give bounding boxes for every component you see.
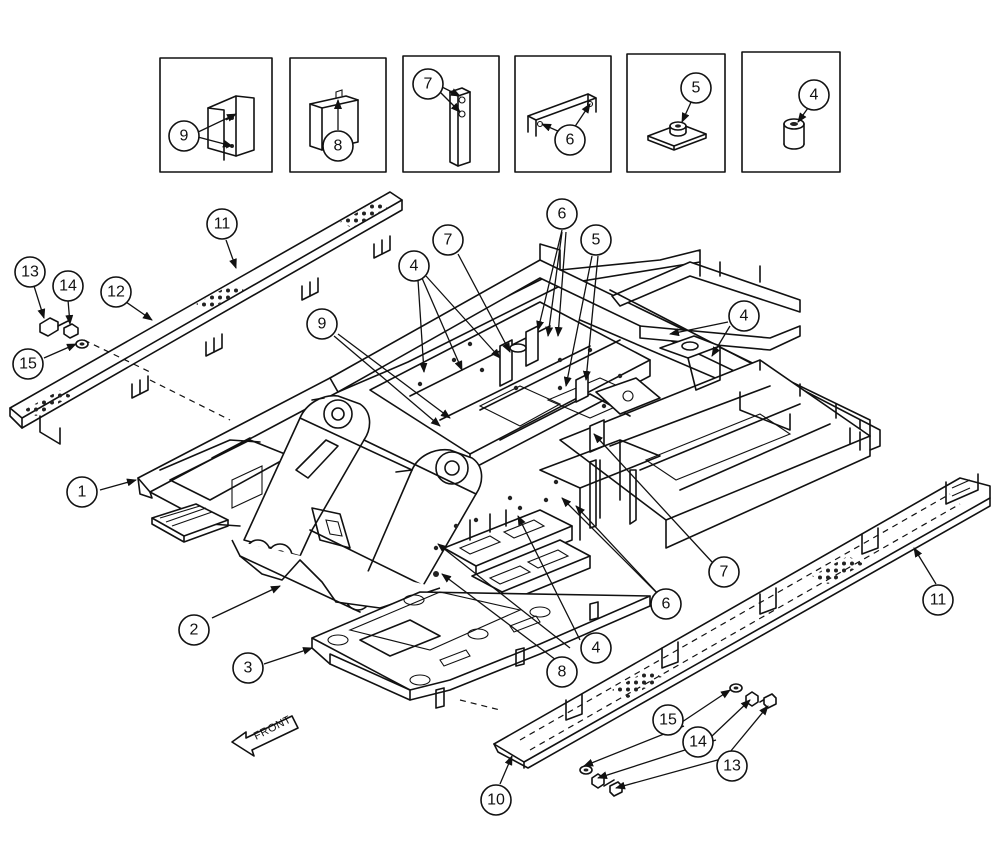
callout-10: 10 xyxy=(480,784,512,816)
svg-text:5: 5 xyxy=(692,80,701,97)
callout-12: 12 xyxy=(100,276,132,308)
svg-text:1: 1 xyxy=(78,484,87,501)
walkway-left xyxy=(9,191,403,445)
svg-text:7: 7 xyxy=(424,76,433,93)
callout-11-right: 11 xyxy=(922,584,954,616)
callout-9: 9 xyxy=(306,308,338,340)
detail-panel-5 xyxy=(626,53,726,173)
callout-15-right: 15 xyxy=(652,704,684,736)
callout-5: 5 xyxy=(580,224,612,256)
detail-panel-4 xyxy=(741,51,841,173)
detail-panel-6 xyxy=(514,55,612,173)
callout-7-top: 7 xyxy=(432,224,464,256)
detail-callout-4: 4 xyxy=(798,79,830,111)
svg-text:11: 11 xyxy=(930,592,947,609)
svg-text:4: 4 xyxy=(410,258,419,275)
callout-4-right: 4 xyxy=(728,300,760,332)
svg-text:9: 9 xyxy=(180,128,189,145)
callout-4-top: 4 xyxy=(398,250,430,282)
callout-6-bottom: 6 xyxy=(650,588,682,620)
svg-text:12: 12 xyxy=(107,284,125,301)
svg-text:13: 13 xyxy=(21,264,39,281)
svg-text:7: 7 xyxy=(444,232,453,249)
detail-callout-7: 7 xyxy=(412,68,444,100)
detail-callout-5: 5 xyxy=(680,72,712,104)
svg-text:6: 6 xyxy=(566,132,575,149)
callout-11-left: 11 xyxy=(206,208,238,240)
callout-15-left: 15 xyxy=(12,348,44,380)
callout-1: 1 xyxy=(66,476,98,508)
svg-text:14: 14 xyxy=(689,734,707,751)
hardware-left xyxy=(39,317,89,349)
upper-frame-assembly xyxy=(137,243,881,613)
detail-panels xyxy=(159,51,841,173)
callout-2: 2 xyxy=(178,614,210,646)
svg-text:13: 13 xyxy=(723,758,741,775)
svg-text:11: 11 xyxy=(214,216,231,233)
svg-text:2: 2 xyxy=(190,622,199,639)
callout-6-top: 6 xyxy=(546,198,578,230)
front-direction-arrow: FRONT xyxy=(231,714,299,757)
svg-text:4: 4 xyxy=(810,87,819,104)
svg-text:10: 10 xyxy=(487,792,505,809)
callout-14-right: 14 xyxy=(682,726,714,758)
svg-text:5: 5 xyxy=(592,232,601,249)
callout-14-left: 14 xyxy=(52,270,84,302)
callouts: 9 8 7 6 5 4 1 2 3 4 4 4 5 6 6 7 7 8 9 10… xyxy=(12,68,954,816)
svg-text:8: 8 xyxy=(558,664,567,681)
leader-lines xyxy=(33,85,937,790)
callout-13-right: 13 xyxy=(716,750,748,782)
svg-text:14: 14 xyxy=(59,278,77,295)
svg-text:4: 4 xyxy=(740,308,749,325)
lower-counterweight-frame xyxy=(311,591,651,709)
detail-callout-8: 8 xyxy=(322,130,354,162)
callout-7-bottom: 7 xyxy=(708,556,740,588)
svg-text:9: 9 xyxy=(318,316,327,333)
svg-text:15: 15 xyxy=(659,712,677,729)
svg-text:15: 15 xyxy=(19,356,37,373)
svg-text:6: 6 xyxy=(662,596,671,613)
walkway-right xyxy=(459,473,991,769)
svg-text:6: 6 xyxy=(558,206,567,223)
svg-text:4: 4 xyxy=(592,640,601,657)
detail-callout-9: 9 xyxy=(168,120,200,152)
svg-text:7: 7 xyxy=(720,564,729,581)
callout-8: 8 xyxy=(546,656,578,688)
svg-text:3: 3 xyxy=(244,660,253,677)
callout-4-bottom: 4 xyxy=(580,632,612,664)
detail-callout-6: 6 xyxy=(554,124,586,156)
detail-panel-9 xyxy=(159,57,273,173)
callout-13-left: 13 xyxy=(14,256,46,288)
callout-3: 3 xyxy=(232,652,264,684)
svg-text:8: 8 xyxy=(334,138,343,155)
